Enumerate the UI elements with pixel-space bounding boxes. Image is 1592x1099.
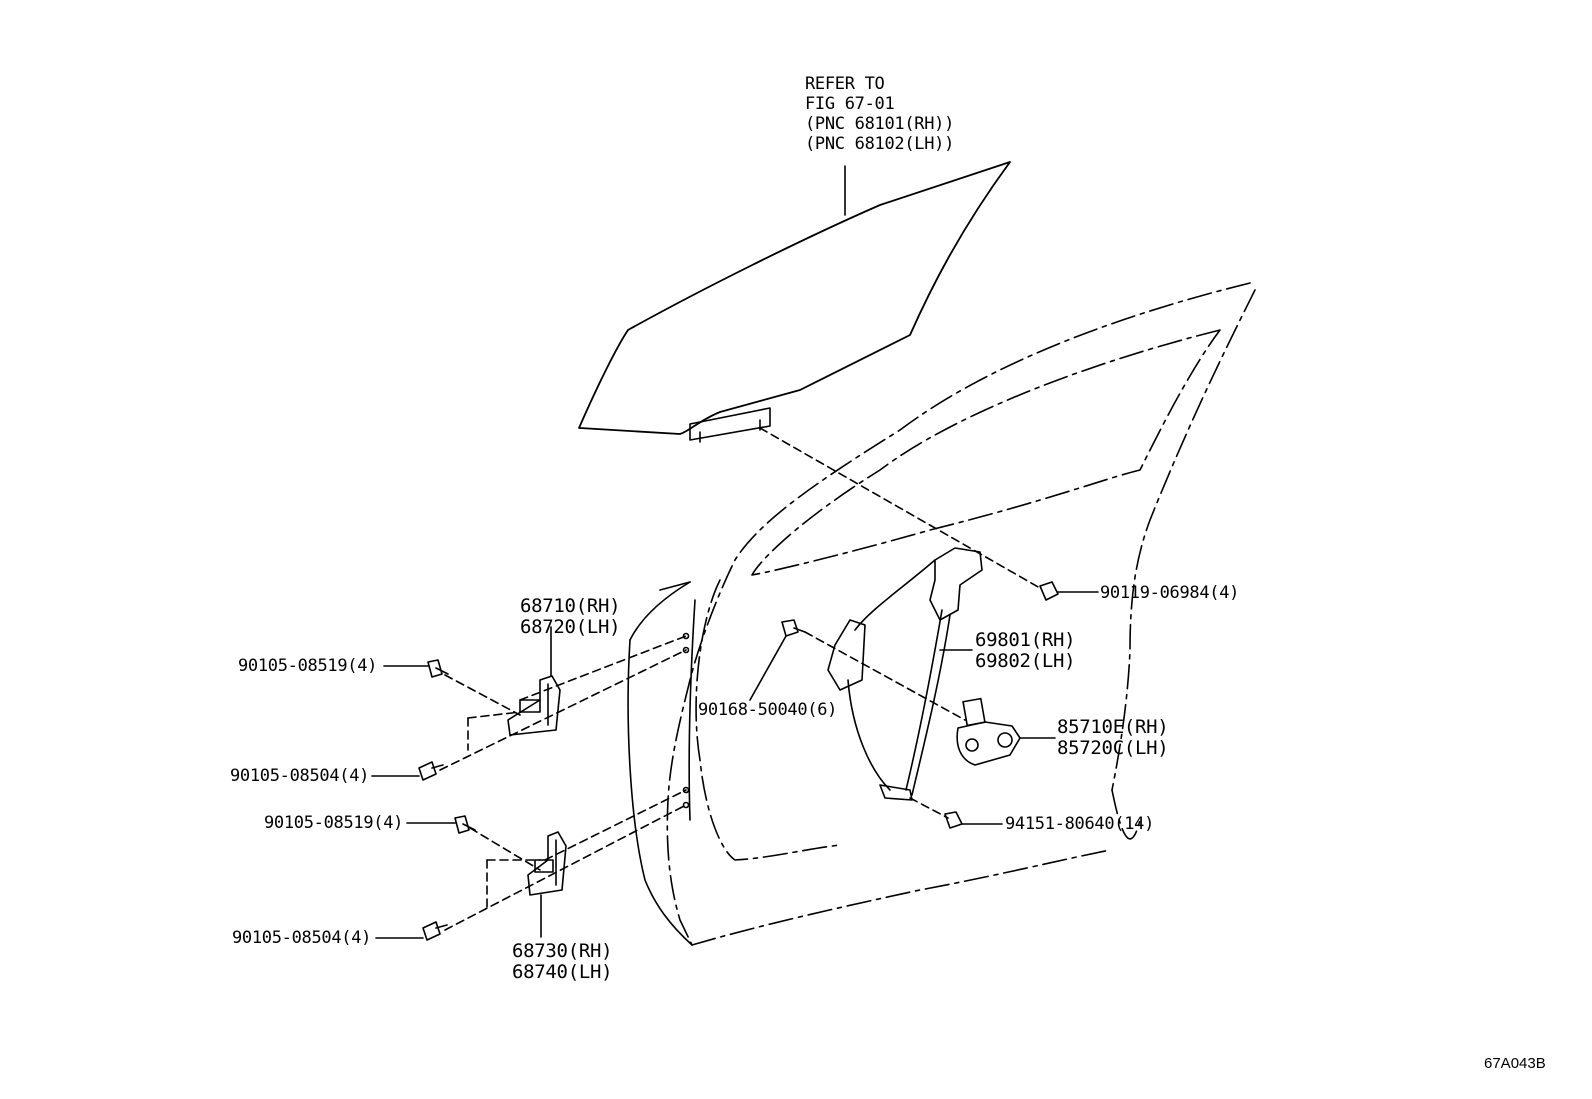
bolt-lower-1-label: 90105-08519(4): [264, 813, 404, 833]
bolt-lower-2-label: 90105-08504(4): [232, 928, 372, 948]
regulator-lh-label: 69802(LH): [975, 650, 1076, 672]
upper-hinge-rh-label: 68710(RH): [520, 595, 621, 617]
glass-ref-line4: (PNC 68102(LH)): [805, 134, 955, 154]
glass-ref-line3: (PNC 68101(RH)): [805, 114, 955, 134]
regulator-fasteners: [749, 581, 1099, 829]
motor-lh-label: 85720C(LH): [1057, 737, 1169, 759]
bolt-upper-1-label: 90105-08519(4): [238, 656, 378, 676]
hinge-leader-dashes: [439, 635, 687, 931]
lower-hinge-rh-label: 68730(RH): [512, 940, 613, 962]
glass-ref-line1: REFER TO: [805, 74, 885, 94]
regulator-leader-dashes: [759, 427, 1041, 819]
upper-hinge: [507, 626, 561, 736]
nut-label: 94151-80640(14): [1005, 814, 1155, 834]
regulator-motor: [956, 697, 1056, 766]
door-frame: [666, 282, 1256, 946]
motor-rh-label: 85710E(RH): [1057, 716, 1169, 738]
regulator-bolt-label: 90119-06984(4): [1100, 583, 1240, 603]
regulator-rh-label: 69801(RH): [975, 629, 1076, 651]
window-regulator: [827, 547, 983, 801]
clip-bolt-label: 90168-50040(6): [698, 700, 838, 720]
hinge-bolts: [371, 659, 476, 941]
diagram-code: 67A043B: [1484, 1055, 1546, 1072]
glass-ref-line2: FIG 67-01: [805, 94, 895, 114]
door-panel-edge: [627, 581, 696, 946]
bolt-upper-2-label: 90105-08504(4): [230, 766, 370, 786]
lower-hinge: [527, 831, 567, 938]
lower-hinge-lh-label: 68740(LH): [512, 961, 613, 983]
upper-hinge-lh-label: 68720(LH): [520, 616, 621, 638]
door-glass: [578, 161, 1011, 443]
